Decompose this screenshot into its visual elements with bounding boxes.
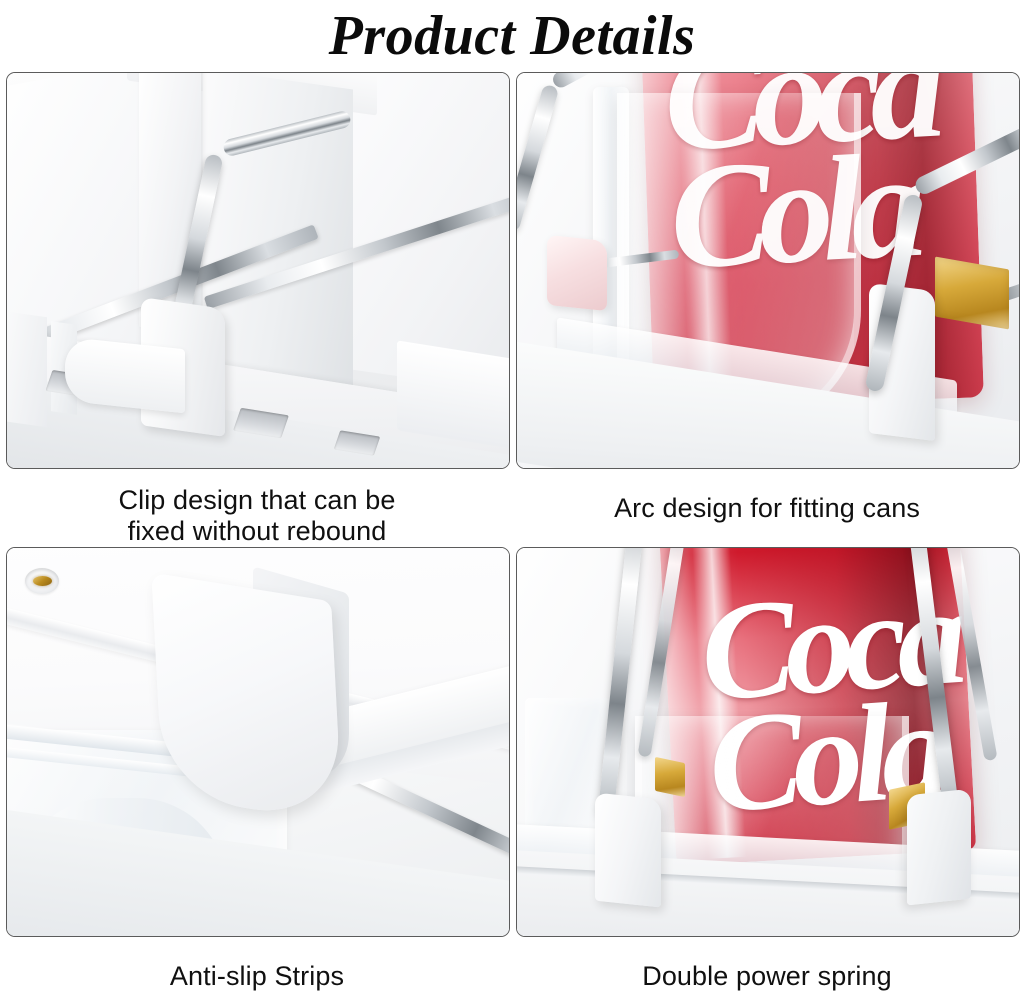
caption-clip-design: Clip design that can be fixed without re…: [6, 469, 508, 547]
spring-foot-right: [907, 788, 971, 906]
photo-anti-slip-strips: [6, 547, 510, 937]
page-header: Product Details: [0, 0, 1024, 72]
photo-clip-design: [6, 72, 510, 469]
detail-cell-clip-design: Clip design that can be fixed without re…: [6, 72, 510, 547]
caption-double-power-spring: Double power spring: [516, 937, 1018, 992]
caption-line-1: Clip design that can be: [118, 485, 396, 515]
gold-anti-slip-strip: [935, 256, 1009, 330]
double-spring-illustration: Coca Cola: [517, 548, 1019, 936]
caption-line-1: Arc design for fitting cans: [614, 493, 920, 523]
screw-core-icon: [32, 576, 52, 586]
base-fin-1: [7, 308, 47, 428]
caption-line-1: Anti-slip Strips: [169, 961, 345, 991]
detail-cell-arc-design: Coca Cola Arc design for fitting cans: [516, 72, 1020, 524]
spring-foot-left: [595, 792, 661, 908]
page-title: Product Details: [328, 5, 696, 67]
detail-cell-anti-slip-strips: Anti-slip Strips: [6, 547, 510, 992]
caption-line-1: Double power spring: [642, 961, 892, 991]
photo-double-power-spring: Coca Cola: [516, 547, 1020, 937]
clip-design-illustration: [7, 73, 509, 468]
photo-arc-design: Coca Cola: [516, 72, 1020, 469]
arc-design-illustration: Coca Cola: [517, 73, 1019, 468]
caption-arc-design: Arc design for fitting cans: [516, 469, 1018, 524]
gold-screw-detail: [25, 568, 59, 594]
detail-cell-double-power-spring: Coca Cola Double power spr: [516, 547, 1020, 992]
caption-anti-slip-strips: Anti-slip Strips: [6, 937, 508, 992]
anti-slip-illustration: [7, 548, 509, 936]
pink-clip-block: [547, 234, 607, 312]
caption-line-2: fixed without rebound: [127, 516, 387, 546]
gold-anti-slip-left: [655, 756, 685, 798]
details-grid: Clip design that can be fixed without re…: [0, 72, 1024, 992]
